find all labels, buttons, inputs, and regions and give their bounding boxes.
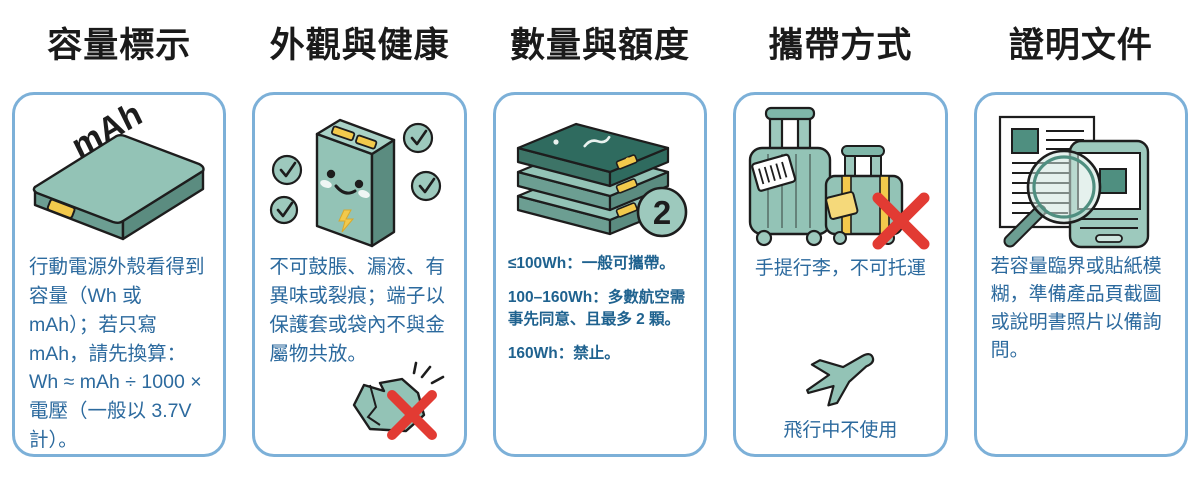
quantity-badge-number: 2: [653, 194, 671, 231]
column-capacity-label: 容量標示 mAh: [6, 0, 232, 483]
card-body-rules: ≤100Wh：一般可攜帶。 100–160Wh：多數航空需事先同意、且最多 2 …: [496, 253, 704, 454]
rule-range: ≤100Wh: [507, 255, 567, 272]
damaged-battery-crossed-icon: [340, 359, 458, 450]
quantity-badge: [636, 186, 688, 238]
rule-text: 一般可攜帶。: [581, 255, 675, 272]
column-title: 數量與額度: [510, 26, 691, 65]
document-phone-magnifier-icon: [977, 95, 1185, 253]
card-quantity-limit: 2 ≤100Wh：一般可攜帶。 100–160Wh：多數航空需事先同意、且最多 …: [492, 92, 708, 457]
power-bank-mah-icon: mAh: [15, 95, 223, 253]
rule-range: 100–160Wh: [507, 289, 593, 307]
card-appearance-health: 不可鼓脹、漏液、有異味或裂痕；端子以保護套或袋內不與金屬物共放。: [252, 92, 467, 457]
column-title: 證明文件: [1008, 26, 1153, 65]
rule-text: 禁止。: [573, 345, 620, 363]
rule-range: 160Wh: [507, 345, 558, 363]
rule-item: 100–160Wh：多數航空需事先同意、且最多 2 顆。: [507, 289, 686, 328]
face-smile: [334, 184, 357, 195]
column-title: 容量標示: [47, 26, 192, 65]
suitcases-carryon-vs-checked-icon: [736, 95, 944, 253]
happy-power-bank-icon: [255, 95, 463, 253]
card-body-text: 不可鼓脹、漏液、有異味或裂痕；端子以保護套或袋內不與金屬物共放。: [269, 256, 445, 365]
prohibited-x-icon: [872, 192, 930, 250]
card-capacity-label: mAh 行動電源外殼看得到容量（Wh 或 mAh）；若只寫 mAh，請先換算：W…: [12, 92, 227, 457]
column-appearance-health: 外觀與健康: [246, 0, 472, 483]
airplane-icon: [736, 335, 944, 415]
card-footer-text: 飛行中不使用: [783, 420, 898, 441]
card-body-text: 若容量臨界或貼紙模糊，準備產品頁截圖或說明書照片以備詢問。: [990, 256, 1162, 362]
face-eye-right: [354, 179, 363, 189]
stacked-power-banks-icon: 2: [496, 95, 704, 253]
card-body-text: 手提行李，不可托運: [754, 258, 926, 279]
column-carry-method: 攜帶方式: [727, 0, 953, 483]
face-eye-left: [326, 169, 335, 179]
rule-item: ≤100Wh：一般可攜帶。: [507, 255, 675, 272]
column-proof-documents: 證明文件: [968, 0, 1194, 483]
card-carry-method: 手提行李，不可托運 飛行中不使用: [733, 92, 948, 457]
column-title: 攜帶方式: [768, 26, 913, 65]
card-body-text: 行動電源外殼看得到容量（Wh 或 mAh）；若只寫 mAh，請先換算：Wh ≈ …: [29, 256, 205, 452]
column-title: 外觀與健康: [269, 26, 450, 65]
rule-text: 多數航空需事先同意、且最多 2 顆。: [507, 289, 686, 328]
column-quantity-limit: 數量與額度: [487, 0, 713, 483]
rule-item: 160Wh：禁止。: [507, 345, 620, 363]
card-proof-documents: 若容量臨界或貼紙模糊，準備產品頁截圖或說明書照片以備詢問。: [973, 92, 1189, 457]
